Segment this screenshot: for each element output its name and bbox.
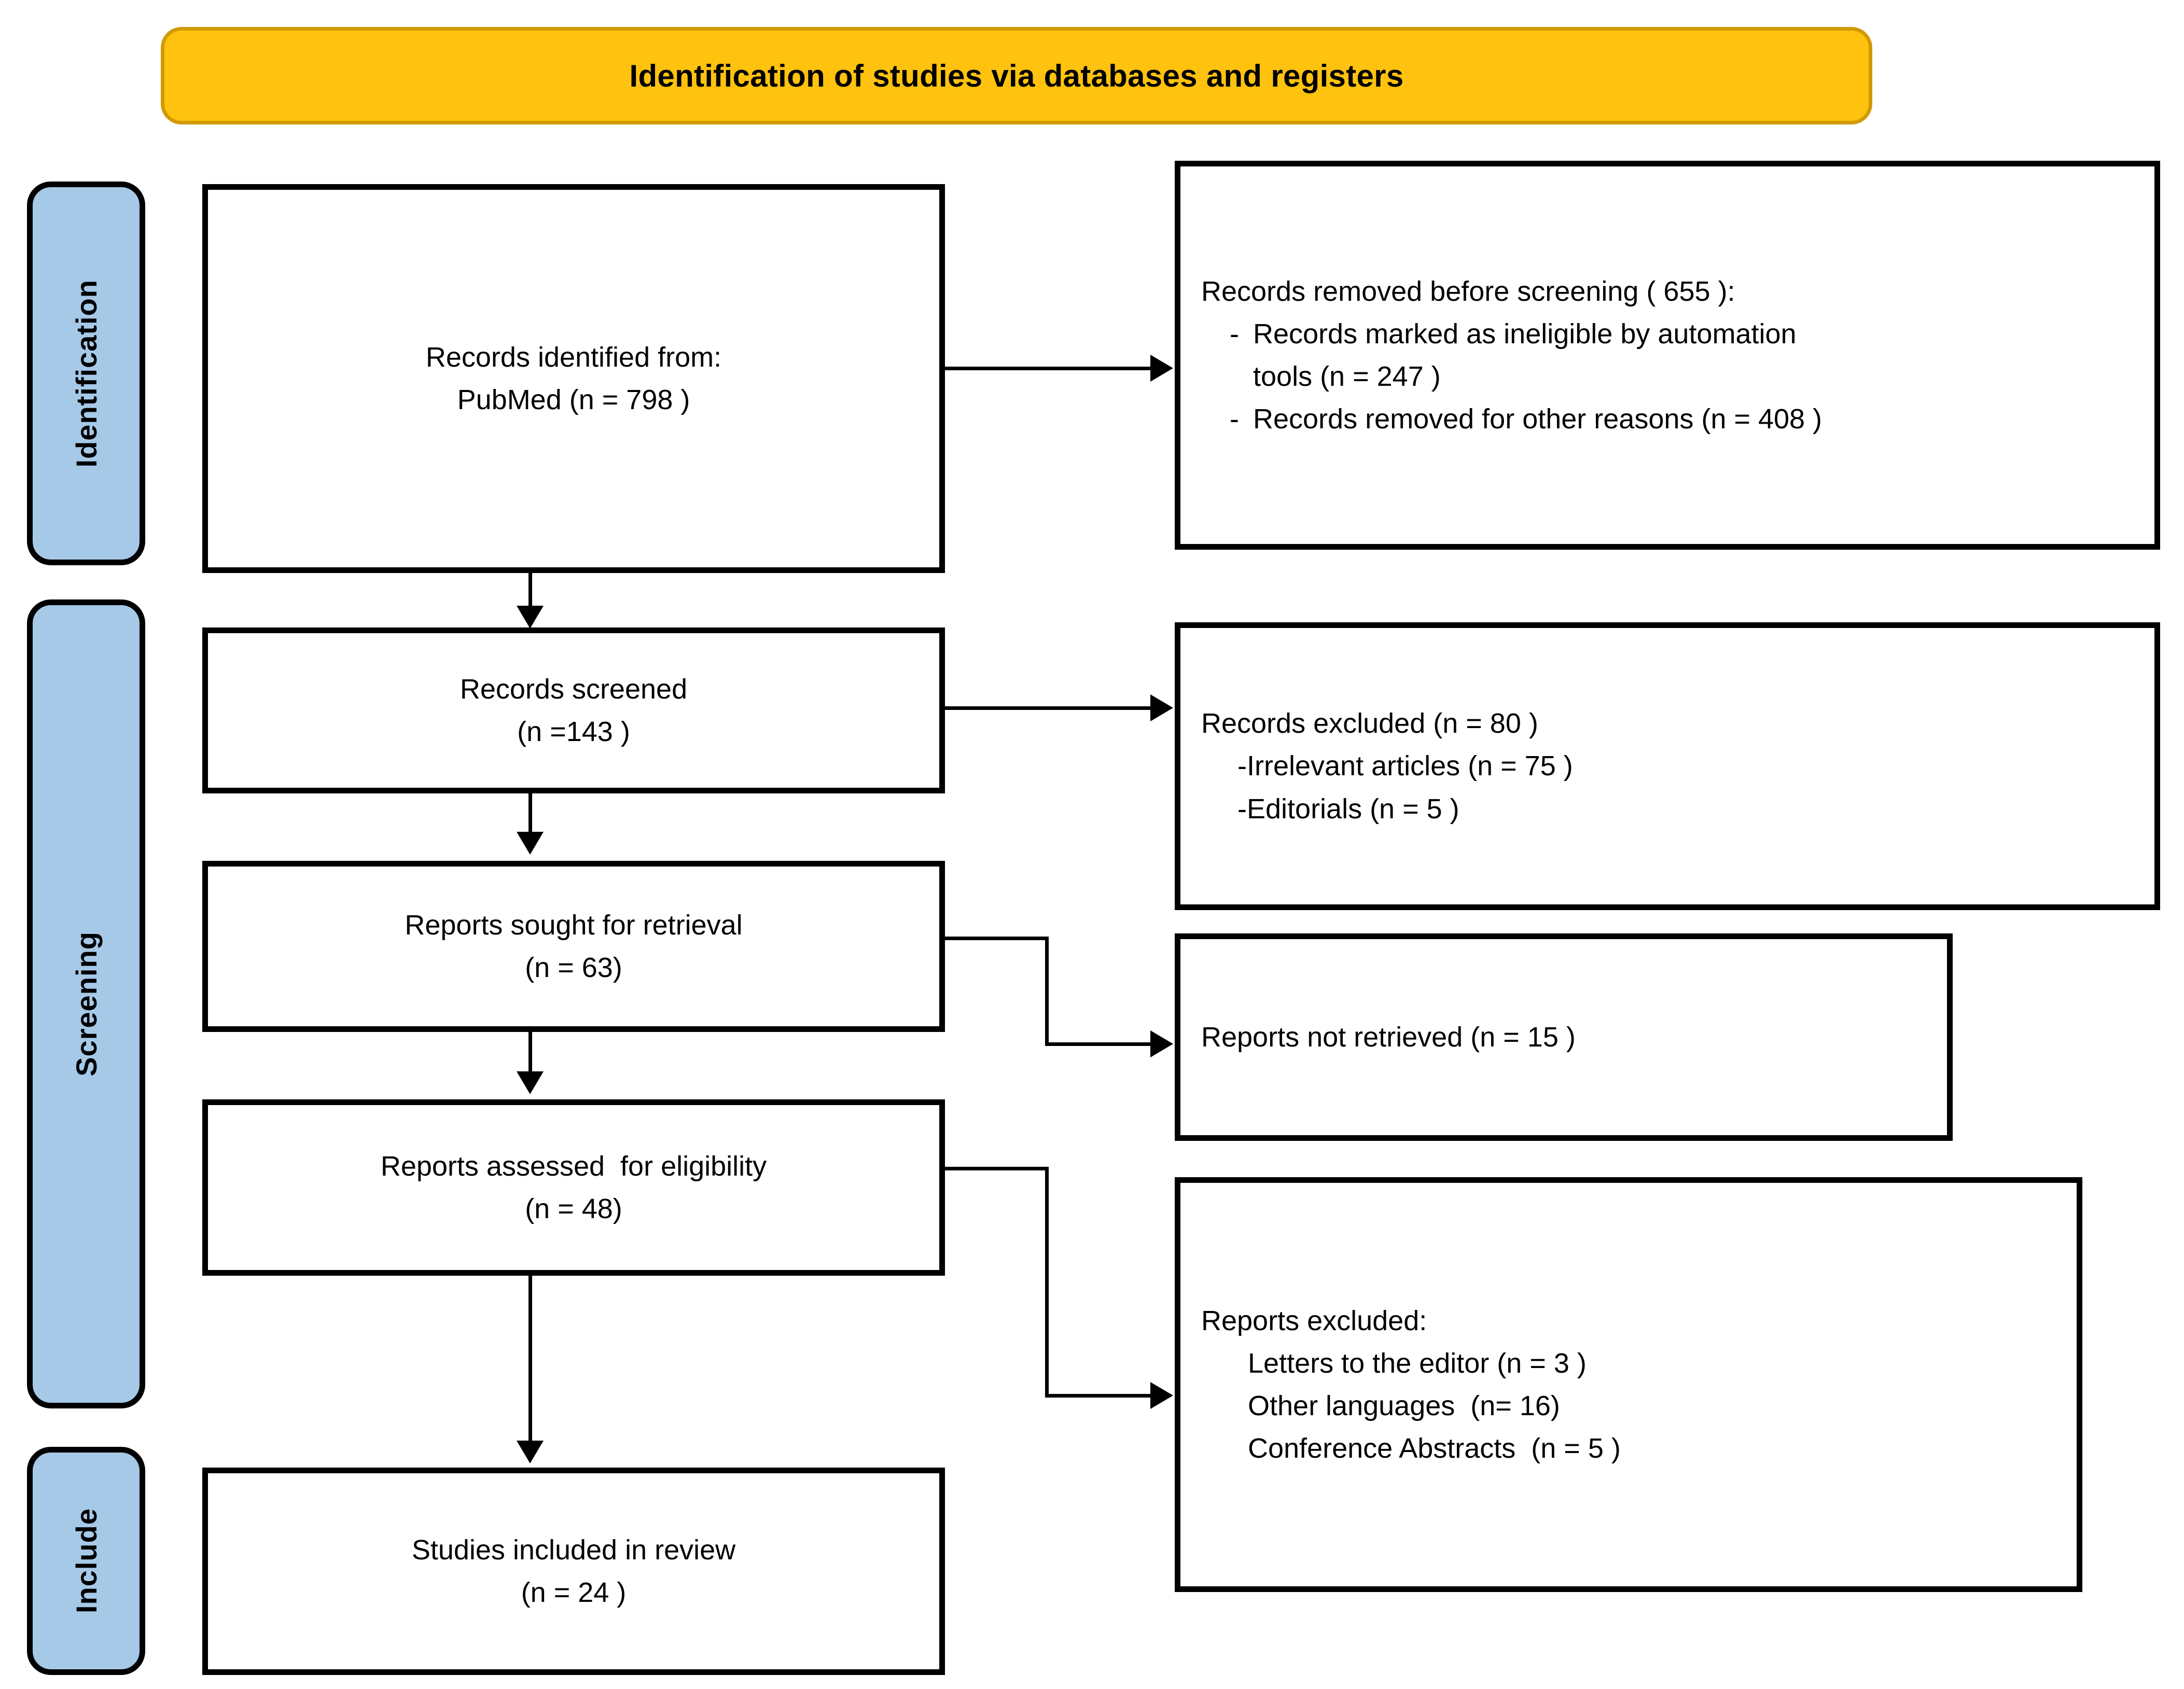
connector-identified-to-screened: [528, 573, 532, 608]
connector-sought-to-notretrieved-h2: [1045, 1042, 1152, 1046]
connector-assessed-to-included: [528, 1276, 532, 1442]
arrowhead-assessed-to-repexcluded: [1150, 1382, 1173, 1409]
reports-sought-line1: Reports sought for retrieval: [405, 909, 743, 941]
records-excluded-line3: -Editorials (n = 5 ): [1237, 793, 1459, 825]
records-removed-bullet-1: - Records marked as ineligible by automa…: [1201, 313, 2134, 355]
box-records-removed-before-screening: Records removed before screening ( 655 )…: [1175, 161, 2160, 550]
reports-not-retrieved-line1: Reports not retrieved (n = 15 ): [1201, 1021, 1576, 1053]
connector-screened-to-sought: [528, 793, 532, 834]
records-identified-line1: Records identified from:: [425, 341, 722, 373]
connector-identified-to-removed: [945, 367, 1152, 370]
stage-label-include: Include: [69, 1508, 103, 1614]
reports-sought-line2: (n = 63): [525, 952, 622, 983]
box-reports-not-retrieved: Reports not retrieved (n = 15 ): [1175, 933, 1953, 1141]
records-excluded-line1: Records excluded (n = 80 ): [1201, 708, 1538, 739]
records-removed-heading: Records removed before screening ( 655 )…: [1201, 275, 1735, 307]
records-removed-bullet-1-cont: tools (n = 247 ): [1201, 355, 2134, 398]
box-records-identified: Records identified from: PubMed (n = 798…: [202, 184, 945, 573]
connector-sought-to-notretrieved-v: [1045, 937, 1049, 1044]
box-records-excluded: Records excluded (n = 80 ) -Irrelevant a…: [1175, 622, 2160, 910]
records-screened-line1: Records screened: [460, 673, 688, 705]
bullet-dash-icon-2: -: [1230, 403, 1239, 435]
connector-assessed-to-repexcluded-h2: [1045, 1394, 1152, 1398]
connector-screened-to-excluded: [945, 706, 1152, 710]
connector-assessed-to-repexcluded-h1: [945, 1167, 1049, 1170]
reports-assessed-line1: Reports assessed for eligibility: [380, 1150, 767, 1182]
box-studies-included-in-review: Studies included in review (n = 24 ): [202, 1468, 945, 1675]
stage-pill-screening: Screening: [27, 599, 145, 1408]
box-reports-sought-for-retrieval: Reports sought for retrieval (n = 63): [202, 861, 945, 1032]
records-removed-bullet-1-text: Records marked as ineligible by automati…: [1253, 318, 1797, 350]
reports-excluded-line3: Other languages (n= 16): [1248, 1390, 1560, 1421]
arrowhead-identified-to-removed: [1150, 355, 1173, 382]
arrowhead-screened-to-excluded: [1150, 694, 1173, 721]
records-excluded-line2: -Irrelevant articles (n = 75 ): [1237, 750, 1573, 782]
reports-excluded-line2: Letters to the editor (n = 3 ): [1248, 1347, 1587, 1379]
stage-pill-identification: Identification: [27, 182, 145, 565]
arrowhead-sought-to-assessed: [517, 1071, 544, 1094]
arrowhead-screened-to-sought: [517, 832, 544, 855]
studies-included-line1: Studies included in review: [411, 1534, 736, 1566]
banner-title: Identification of studies via databases …: [629, 58, 1404, 93]
box-reports-excluded: Reports excluded: Letters to the editor …: [1175, 1177, 2082, 1592]
arrowhead-assessed-to-included: [517, 1441, 544, 1463]
reports-excluded-line1: Reports excluded:: [1201, 1305, 1427, 1336]
reports-assessed-line2: (n = 48): [525, 1193, 622, 1224]
connector-sought-to-assessed: [528, 1032, 532, 1073]
bullet-dash-icon: -: [1230, 318, 1239, 350]
records-removed-bullet-2-text: Records removed for other reasons (n = 4…: [1253, 403, 1823, 435]
stage-label-screening: Screening: [69, 931, 103, 1077]
stage-pill-include: Include: [27, 1447, 145, 1675]
records-screened-line2: (n =143 ): [517, 716, 630, 747]
studies-included-line2: (n = 24 ): [521, 1577, 627, 1608]
records-identified-line2: PubMed (n = 798 ): [457, 384, 690, 415]
box-records-screened: Records screened (n =143 ): [202, 627, 945, 793]
arrowhead-identified-to-screened: [517, 606, 544, 629]
box-reports-assessed-for-eligibility: Reports assessed for eligibility (n = 48…: [202, 1099, 945, 1276]
identification-banner: Identification of studies via databases …: [161, 27, 1872, 124]
arrowhead-sought-to-notretrieved: [1150, 1030, 1173, 1057]
records-removed-bullet-2: - Records removed for other reasons (n =…: [1201, 398, 2134, 440]
reports-excluded-line4: Conference Abstracts (n = 5 ): [1248, 1433, 1621, 1464]
stage-label-identification: Identification: [69, 279, 103, 468]
connector-sought-to-notretrieved-h1: [945, 937, 1049, 940]
connector-assessed-to-repexcluded-v: [1045, 1167, 1049, 1396]
records-removed-bullet-1-cont-text: tools (n = 247 ): [1253, 361, 1441, 392]
